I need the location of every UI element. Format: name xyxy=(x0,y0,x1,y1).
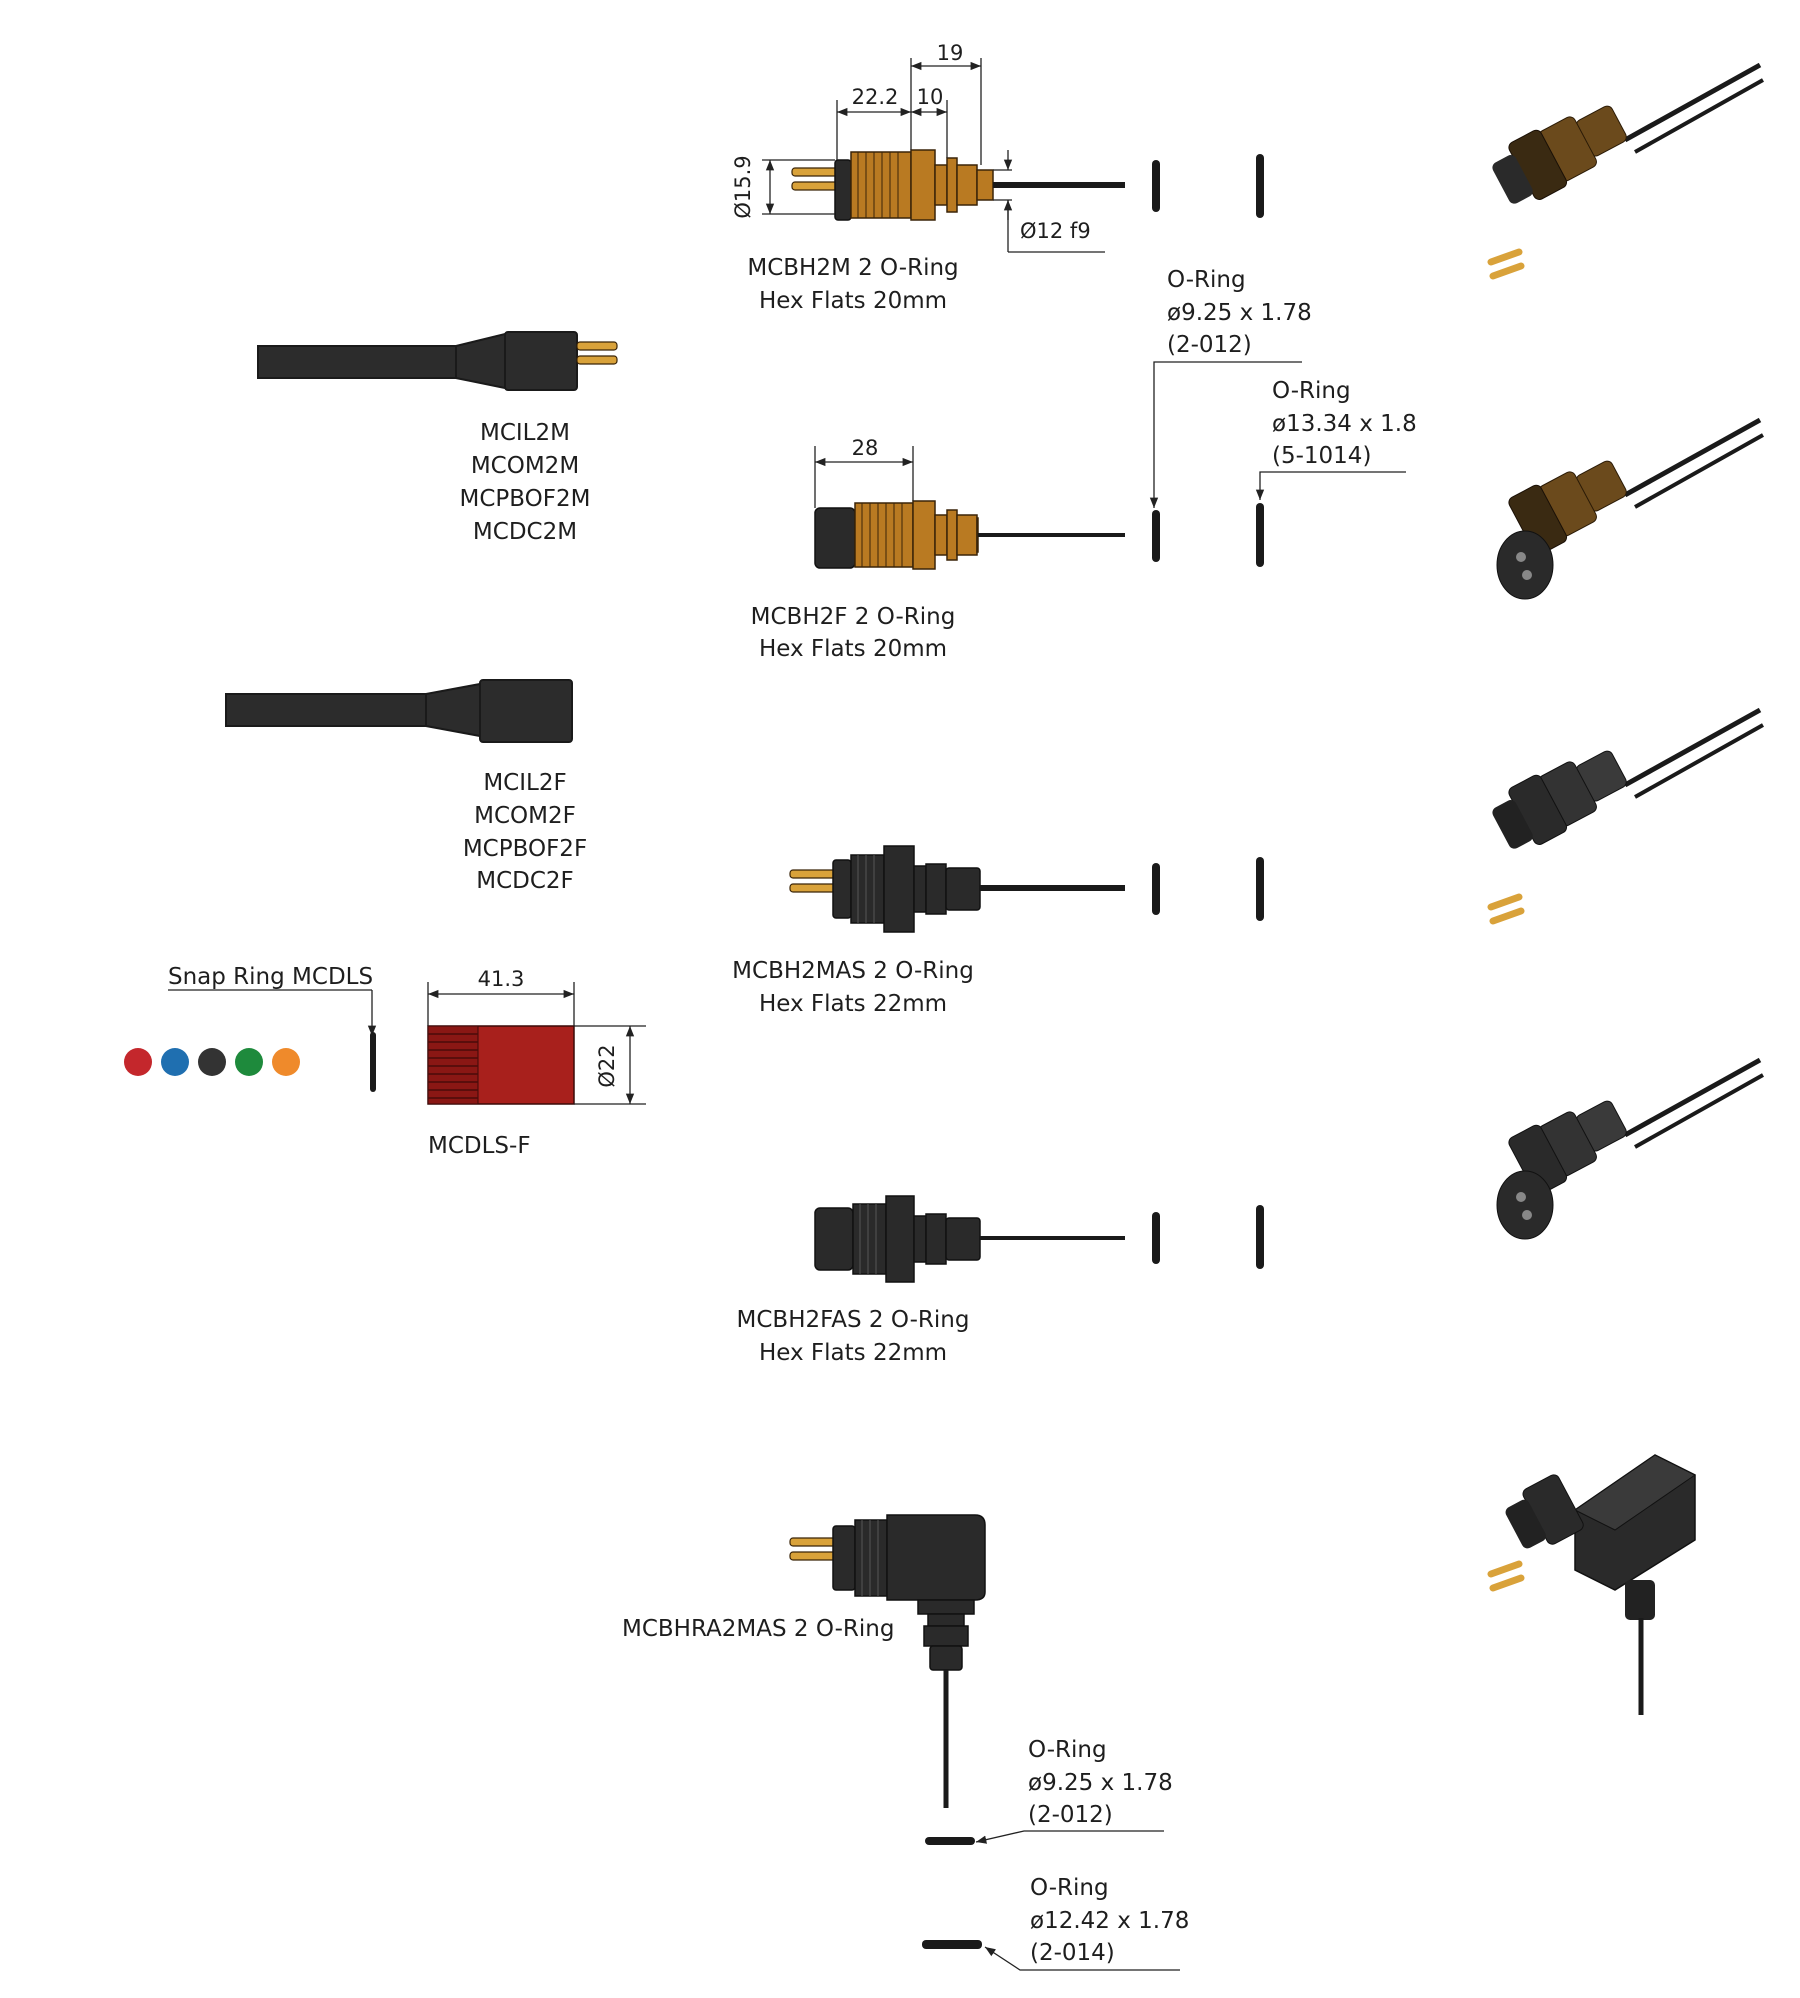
mcbh2m-label: MCBH2M 2 O-Ring xyxy=(747,255,958,281)
snap-ring-blue-swatch xyxy=(161,1048,189,1076)
male-cable-model-4: MCDC2M xyxy=(473,519,577,545)
mcbhra2mas-label: MCBHRA2MAS 2 O-Ring xyxy=(622,1616,894,1642)
oring-b-code: (5-1014) xyxy=(1272,443,1371,469)
dim-28: 28 xyxy=(852,436,879,460)
mcdls-f-label: MCDLS-F xyxy=(428,1133,531,1159)
snap-ring-color-swatches xyxy=(124,1048,300,1076)
oring-c-size: ø9.25 x 1.78 xyxy=(1028,1770,1173,1796)
mcbh2fas-label: MCBH2FAS 2 O-Ring xyxy=(737,1307,970,1333)
snap-ring-label: Snap Ring MCDLS xyxy=(168,964,373,990)
oring-d-size: ø12.42 x 1.78 xyxy=(1030,1908,1189,1934)
mcbh2m-dimensions: 19 22.2 10 Ø15.9 Ø12 f9 xyxy=(731,41,1105,253)
mcbh2m-hex-flats: Hex Flats 20mm xyxy=(759,288,947,314)
mcbh2fas-hex-flats: Hex Flats 22mm xyxy=(759,1340,947,1366)
mcbh2fas-drawing xyxy=(814,1195,1125,1283)
male-cable-model-1: MCIL2M xyxy=(480,420,570,446)
oring-d-code: (2-014) xyxy=(1030,1940,1115,1966)
mcbhra2mas-drawing xyxy=(789,1514,986,1808)
mcbh2mas-label: MCBH2MAS 2 O-Ring xyxy=(732,958,974,984)
mcdls-f-drawing: 41.3 Ø22 xyxy=(427,967,646,1105)
snap-ring-green-swatch xyxy=(235,1048,263,1076)
dim-dia-15-9: Ø15.9 xyxy=(731,155,755,218)
oring-callout-ra-9-25: O-Ring ø9.25 x 1.78 (2-012) xyxy=(925,1737,1173,1845)
mcbh2f-orings xyxy=(1152,503,1264,567)
mcbh2fas-orings xyxy=(1152,1205,1264,1269)
female-cable-drawing xyxy=(225,679,573,743)
snap-ring-profile xyxy=(370,1032,376,1092)
oring-b-size: ø13.34 x 1.8 xyxy=(1272,411,1417,437)
mcbh2f-drawing: 28 xyxy=(814,436,1125,570)
snap-ring-red-swatch xyxy=(124,1048,152,1076)
oring-callout-9-25: O-Ring ø9.25 x 1.78 (2-012) xyxy=(1149,267,1312,508)
mcbh2fas-3d-render xyxy=(1496,1057,1764,1240)
oring-a-size: ø9.25 x 1.78 xyxy=(1167,300,1312,326)
mcbhra2mas-3d-render xyxy=(1487,1454,1696,1715)
mcbh2mas-orings xyxy=(1152,857,1264,921)
mcbh2m-3d-render xyxy=(1487,62,1764,280)
mcbh2f-label: MCBH2F 2 O-Ring xyxy=(751,604,956,630)
snap-ring-orange-swatch xyxy=(272,1048,300,1076)
female-cable-model-1: MCIL2F xyxy=(483,770,566,796)
female-cable-model-4: MCDC2F xyxy=(476,868,574,894)
mcbh2mas-drawing xyxy=(789,845,1125,933)
mcbh2m-orings xyxy=(1152,154,1264,218)
dim-22-2: 22.2 xyxy=(852,85,899,109)
female-cable-model-2: MCOM2F xyxy=(474,803,576,829)
oring-a-code: (2-012) xyxy=(1167,332,1252,358)
mcbh2f-3d-render xyxy=(1496,417,1764,600)
dim-19: 19 xyxy=(937,41,964,65)
mcbh2mas-3d-render xyxy=(1487,707,1764,925)
dim-dia-12-f9: Ø12 f9 xyxy=(1020,219,1091,243)
dim-dia-22: Ø22 xyxy=(595,1044,619,1087)
oring-b-title: O-Ring xyxy=(1272,378,1351,404)
oring-callout-ra-12-42: O-Ring ø12.42 x 1.78 (2-014) xyxy=(922,1875,1189,1971)
mcbh2f-hex-flats: Hex Flats 20mm xyxy=(759,636,947,662)
oring-d-title: O-Ring xyxy=(1030,1875,1109,1901)
oring-c-title: O-Ring xyxy=(1028,1737,1107,1763)
oring-callout-13-34: O-Ring ø13.34 x 1.8 (5-1014) xyxy=(1255,378,1417,500)
dim-41-3: 41.3 xyxy=(478,967,525,991)
male-cable-model-3: MCPBOF2M xyxy=(460,486,591,512)
oring-a-title: O-Ring xyxy=(1167,267,1246,293)
mcbh2m-drawing xyxy=(791,149,1125,221)
snap-ring-black-swatch xyxy=(198,1048,226,1076)
female-cable-model-3: MCPBOF2F xyxy=(463,836,587,862)
oring-c-code: (2-012) xyxy=(1028,1802,1113,1828)
dim-10: 10 xyxy=(917,85,944,109)
male-cable-drawing xyxy=(257,331,618,391)
male-cable-model-2: MCOM2M xyxy=(471,453,579,479)
mcbh2mas-hex-flats: Hex Flats 22mm xyxy=(759,991,947,1017)
